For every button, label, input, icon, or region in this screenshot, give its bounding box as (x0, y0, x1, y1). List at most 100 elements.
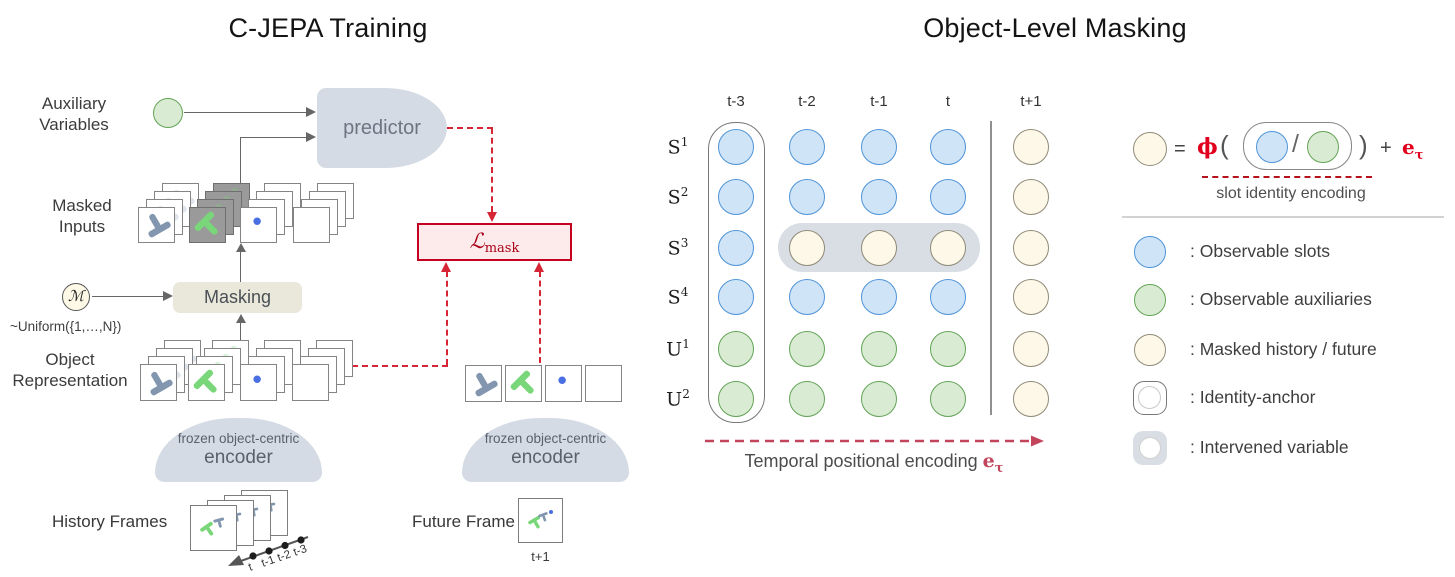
grid-circle-S1-t (930, 129, 966, 165)
grid-circle-S2-t+1 (1013, 179, 1049, 215)
grid-row-label-S2: S2 (667, 185, 689, 209)
formula-auxiliary-circle (1307, 131, 1339, 163)
grid-row-label-S3: S3 (667, 236, 689, 260)
grid-circle-S2-t-2 (789, 179, 825, 215)
grid-circle-S4-t (930, 279, 966, 315)
arrowhead-up-icon (236, 243, 246, 252)
arrowhead-down-icon (487, 212, 497, 222)
mask-loss-block: ℒmask (417, 223, 572, 261)
observable-auxiliary-circle-icon (1134, 284, 1166, 316)
formula-phi: ϕ (1197, 134, 1218, 160)
frozen-encoder-left: frozen object-centric encoder (155, 418, 322, 482)
arrow-line (240, 251, 241, 283)
grid-row-label-U2: U2 (666, 387, 690, 411)
arrowhead-right-icon (163, 291, 173, 301)
object-representation-label: Object Representation (12, 350, 128, 390)
formula-slash: / (1292, 130, 1299, 158)
t-shape-green-icon (510, 370, 534, 394)
timeline-tick-t-2: t-2 (276, 548, 293, 564)
slot-identity-underline (1202, 176, 1372, 178)
identity-anchor-outline (708, 122, 765, 423)
grid-circle-S1-t-2 (789, 129, 825, 165)
grid-row-label-S1: S1 (667, 135, 689, 159)
grid-column-header-t-1: t-1 (870, 93, 888, 110)
future-slot-frame (465, 365, 502, 402)
dashed-connector (446, 271, 448, 365)
future-separator-line (990, 121, 992, 415)
t-shape-blue-icon (149, 371, 173, 395)
legend-divider (1122, 216, 1444, 218)
legend-label: : Identity-anchor (1190, 387, 1316, 407)
grid-circle-S4-t-3 (718, 279, 754, 315)
timeline-axis: t t-1 t-2 t-3 (228, 536, 309, 574)
frozen-encoder-right: frozen object-centric encoder (462, 418, 629, 482)
masked-input-frame (138, 207, 175, 243)
masked-input-frame (240, 207, 277, 243)
timeline-tick-t-1: t-1 (260, 554, 277, 570)
t-shape-blue-icon (474, 372, 498, 396)
dashed-connector (352, 365, 448, 367)
legend-label: : Masked history / future (1190, 339, 1377, 359)
arrow-line (184, 112, 307, 113)
slot-identity-caption: slot identity encoding (1216, 185, 1366, 202)
t-shape-green-icon (193, 369, 217, 393)
grid-circle-S3-t+1 (1013, 230, 1049, 266)
masking-block: Masking (173, 282, 302, 313)
grid-circle-S4-t-2 (789, 279, 825, 315)
arrow-line (240, 137, 307, 138)
grid-circle-U2-t (930, 381, 966, 417)
object-representation-frame (240, 364, 277, 401)
arrow-line (240, 322, 241, 346)
temporal-encoding-label: Temporal positional encoding eτ (744, 450, 1004, 476)
t-shape-blue-icon (147, 213, 171, 238)
history-frame (190, 505, 237, 551)
arrowhead-up-icon (236, 314, 246, 323)
masked-circle-icon (1134, 334, 1166, 366)
future-frame-label: Future Frame (412, 512, 515, 531)
grid-column-header-t: t (945, 93, 951, 110)
grid-circle-S3-t-2 (789, 230, 825, 266)
plane-front-icon (199, 517, 224, 536)
intervened-variable-box-icon (1133, 431, 1167, 465)
dot-blue-icon (252, 375, 261, 383)
grid-circle-U1-t+1 (1013, 331, 1049, 367)
temporal-encoding-arrow (705, 435, 1044, 447)
formula-observable-circle (1256, 131, 1288, 163)
grid-row-label-U1: U1 (666, 337, 690, 361)
mask-distribution-circle: ℳ (62, 283, 90, 311)
grid-circle-S2-t (930, 179, 966, 215)
grid-column-header-t+1: t+1 (1020, 93, 1042, 110)
formula-masked-circle (1133, 132, 1167, 166)
timeline-arrowhead-icon (228, 555, 244, 566)
grid-circle-S3-t-1 (861, 230, 897, 266)
t-shape-green-masked-icon (194, 211, 218, 235)
masked-input-frame (293, 207, 330, 243)
dot-blue-icon (557, 376, 566, 384)
legend-label: : Observable slots (1190, 241, 1331, 261)
identity-anchor-box-icon (1133, 381, 1167, 415)
dashed-connector (447, 127, 493, 129)
formula-equals: = (1174, 138, 1186, 160)
grid-circle-U1-t-3 (718, 331, 754, 367)
future-slot-frame (585, 365, 622, 402)
grid-column-header-t-3: t-3 (727, 93, 745, 110)
grid-circle-S1-t-3 (718, 129, 754, 165)
arrowhead-up-icon (534, 262, 544, 272)
right-panel-title: Object-Level Masking (923, 13, 1187, 43)
formula-e-tau: eτ (1402, 135, 1424, 163)
future-slot-frame (545, 365, 582, 402)
uniform-distribution-label: ~Uniform({1,…,N}) (10, 319, 122, 334)
dashed-connector (539, 271, 541, 363)
timeline-tick-t: t (247, 561, 255, 574)
masked-inputs-label: Masked Inputs (52, 196, 112, 236)
grid-circle-S1-t-1 (861, 129, 897, 165)
future-time-label: t+1 (531, 549, 550, 564)
arrowhead-right-icon (306, 107, 316, 117)
masked-input-frame (189, 207, 226, 243)
future-frame (518, 498, 563, 543)
grid-circle-U1-t-1 (861, 331, 897, 367)
dot-blue-icon (252, 217, 261, 225)
grid-column-header-t-2: t-2 (798, 93, 816, 110)
formula-plus: + (1380, 137, 1392, 159)
